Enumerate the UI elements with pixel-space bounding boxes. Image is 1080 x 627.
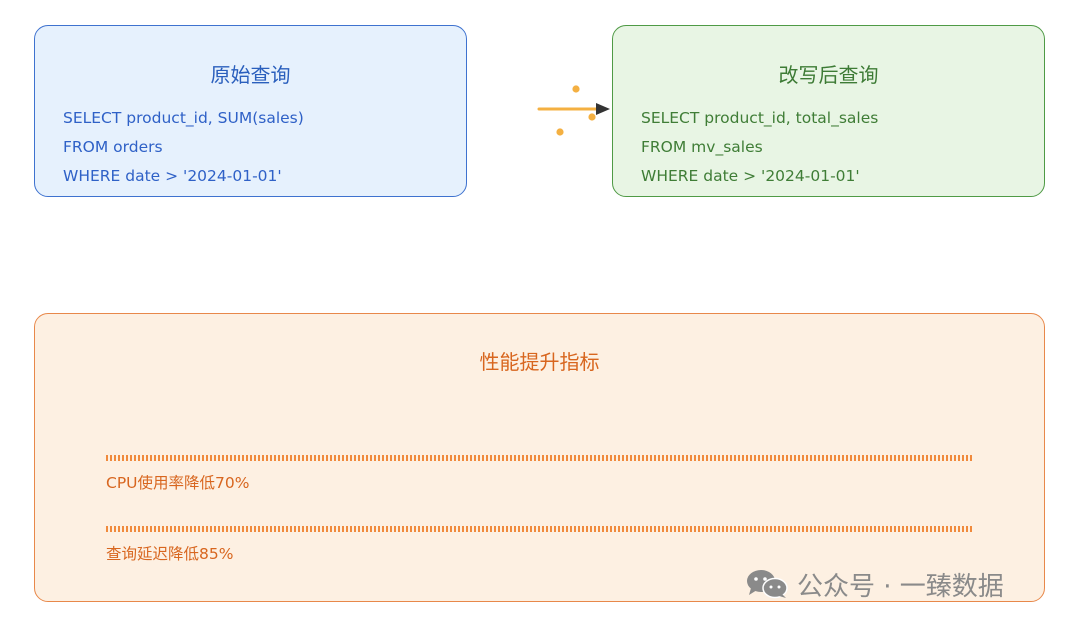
wechat-icon — [747, 570, 788, 599]
watermark: 公众号 · 一臻数据 — [745, 566, 1004, 602]
rewritten-query-title: 改写后查询 — [778, 63, 879, 87]
code-line: FROM mv_sales — [641, 138, 763, 156]
metric-label: CPU使用率降低70% — [106, 474, 250, 492]
performance-metrics-box: 性能提升指标 CPU使用率降低70% 查询延迟降低85% — [34, 313, 1045, 602]
code-line: WHERE date > '2024-01-01' — [641, 167, 860, 185]
metrics-title: 性能提升指标 — [479, 350, 600, 374]
code-line: FROM orders — [63, 138, 163, 156]
original-query-box: 原始查询 SELECT product_id, SUM(sales) FROM … — [34, 25, 467, 197]
metric-bar — [106, 455, 972, 461]
metric-latency: 查询延迟降低85% — [106, 526, 972, 564]
code-line: WHERE date > '2024-01-01' — [63, 167, 282, 185]
watermark-text: 公众号 · 一臻数据 — [797, 571, 1004, 602]
metric-label: 查询延迟降低85% — [106, 545, 234, 563]
code-line: SELECT product_id, SUM(sales) — [63, 109, 304, 127]
original-query-title: 原始查询 — [210, 63, 291, 87]
rewrite-arrow-icon — [537, 85, 610, 136]
rewritten-query-code: SELECT product_id, total_sales FROM mv_s… — [641, 108, 878, 195]
code-line: SELECT product_id, total_sales — [641, 109, 879, 127]
metric-bar — [106, 526, 972, 532]
metric-cpu: CPU使用率降低70% — [106, 455, 972, 493]
rewritten-query-box: 改写后查询 SELECT product_id, total_sales FRO… — [612, 25, 1045, 197]
original-query-code: SELECT product_id, SUM(sales) FROM order… — [63, 108, 304, 195]
